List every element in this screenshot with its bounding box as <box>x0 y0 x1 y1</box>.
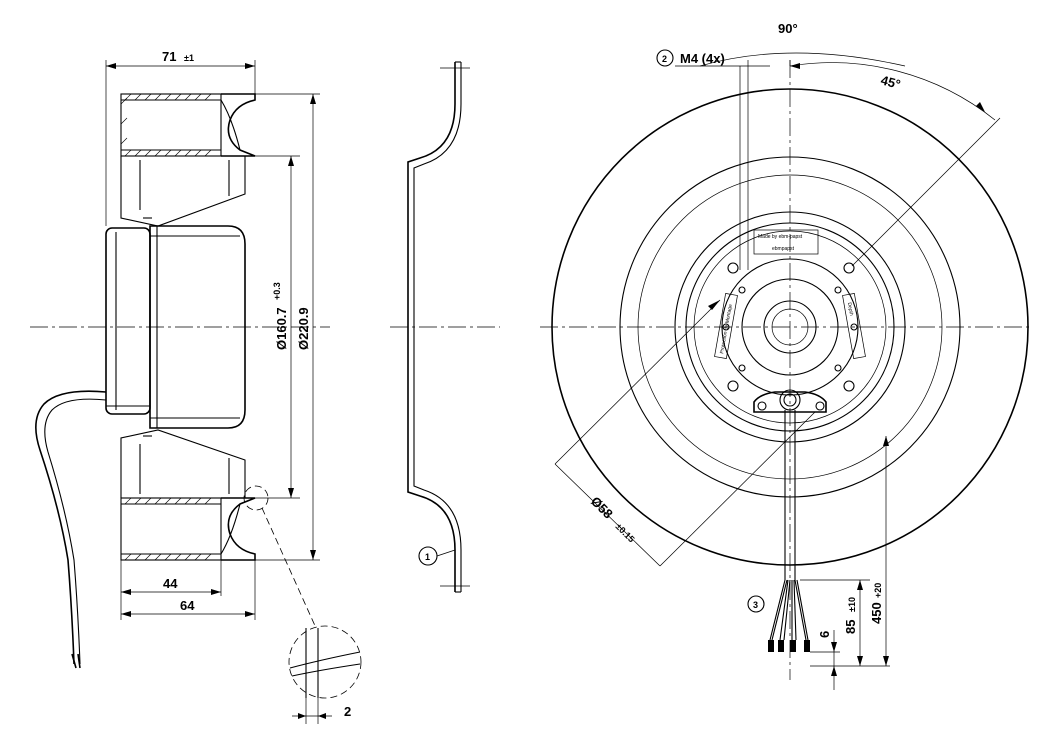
dim-71-tol: ±1 <box>184 53 194 63</box>
made-by-plate: Made by ebm-papst ebmpapst <box>753 229 819 255</box>
angle-45: 45° <box>879 72 902 92</box>
angle-90: 90° <box>778 21 798 36</box>
dim-71: 71 <box>162 49 176 64</box>
front-view: Made by ebm-papst ebmpapst Protection de… <box>540 21 1030 690</box>
bottom-hatch <box>124 497 212 561</box>
dim-dia-160-tol: +0.3 <box>272 282 282 300</box>
inlet-ring-view: 1 <box>390 61 500 593</box>
dim-64: 64 <box>180 598 195 613</box>
dim-dia-58: Ø58 <box>588 494 616 522</box>
depth-plate: Depth <box>842 293 866 359</box>
callout-1: 1 <box>425 552 430 562</box>
callout-2: 2 <box>662 54 667 64</box>
dim-44: 44 <box>163 576 178 591</box>
dim-dia-160: Ø160.7 <box>274 307 289 350</box>
dim-450-tol: +20 <box>873 583 883 598</box>
dim-dia-220: Ø220.9 <box>296 307 311 350</box>
callout-3: 3 <box>753 600 758 610</box>
depth-label: Depth <box>846 302 854 316</box>
dim-85: 85 <box>843 620 858 634</box>
dim-6: 6 <box>817 631 832 638</box>
dim-dia-58-tol: ±0.15 <box>614 521 637 544</box>
mounting-holes <box>722 262 858 411</box>
dim-450: 450 <box>869 602 884 624</box>
thread-label: M4 (4x) <box>680 51 725 66</box>
top-hatch <box>120 93 212 157</box>
dim-2: 2 <box>344 704 351 719</box>
side-view: 71 ±1 Ø160.7 +0.3 Ø220.9 44 64 <box>30 49 362 724</box>
made-by-label: Made by ebm-papst <box>758 234 803 240</box>
brand-label: ebmpapst <box>772 246 795 252</box>
dim-85-tol: ±10 <box>847 597 857 612</box>
